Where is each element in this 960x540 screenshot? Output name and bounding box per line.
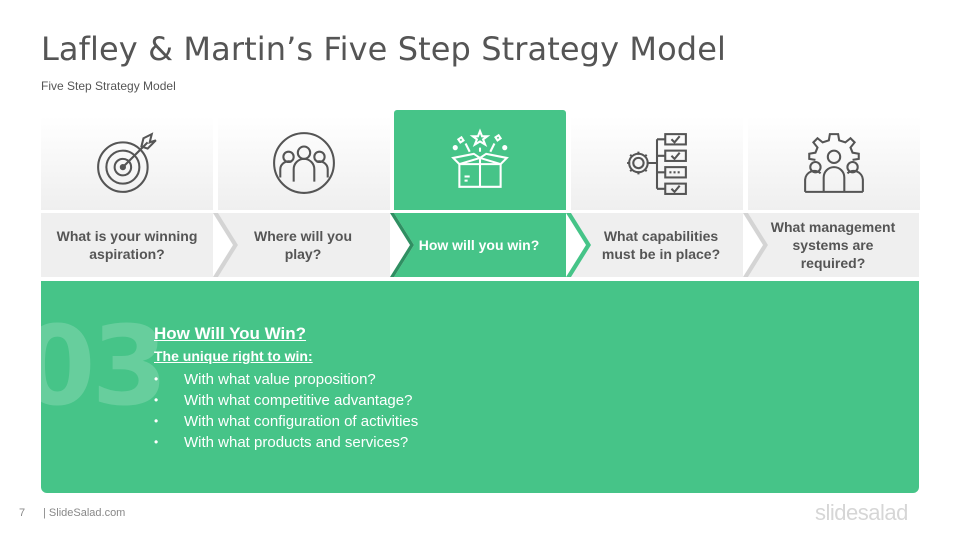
step-1-label: What is your winning aspiration? (56, 228, 198, 262)
step-4-arrow-tip (743, 213, 768, 277)
open-box-stars-icon (451, 128, 509, 188)
slide-title: Lafley & Martin’s Five Step Strategy Mod… (41, 30, 726, 68)
step-2-label: Where will you play? (253, 228, 352, 262)
step-1-chevron (41, 213, 213, 277)
brand-logo: slidesalad (815, 500, 908, 525)
step-4-icon-box (571, 116, 743, 210)
gear-checklist-icon (627, 133, 687, 195)
step-4-label: What capabilities must be in place? (601, 228, 721, 262)
detail-heading: How Will You Win? (154, 324, 307, 343)
step-5-chevron (748, 213, 919, 277)
list-item: •With what value proposition? (154, 371, 376, 388)
step-number-watermark: 03 (41, 302, 168, 430)
page-number: 7 (19, 507, 26, 519)
step-3-arrow-tip (566, 213, 591, 277)
step-3-icon-box (394, 110, 566, 210)
detail-panel: 03 How Will You Win? The unique right to… (41, 281, 919, 493)
step-5-icon-box (748, 116, 920, 210)
step-1-icon-box (41, 116, 213, 210)
step-5-label: What management systems are required? (770, 219, 896, 271)
step-3-label: How will you win? (418, 237, 540, 253)
step-2-icon-box (218, 116, 390, 210)
target-arrow-icon (97, 132, 157, 193)
gear-team-icon (804, 133, 864, 193)
step-4-chevron (571, 213, 743, 277)
step-1-arrow-tip (213, 213, 238, 277)
detail-subheading: The unique right to win: (154, 348, 313, 364)
team-circle-icon (273, 132, 335, 194)
step-chevron-band (41, 213, 919, 277)
list-item: •With what products and services? (154, 434, 409, 451)
step-3-chevron (394, 213, 566, 277)
list-item: •With what configuration of activities (154, 413, 419, 430)
detail-bullet-list: •With what value proposition? •With what… (154, 369, 418, 453)
slide-subtitle: Five Step Strategy Model (41, 79, 176, 93)
step-2-chevron (218, 213, 390, 277)
list-item: •With what competitive advantage? (154, 392, 413, 409)
footer-site-link[interactable]: | SlideSalad.com (43, 507, 126, 519)
